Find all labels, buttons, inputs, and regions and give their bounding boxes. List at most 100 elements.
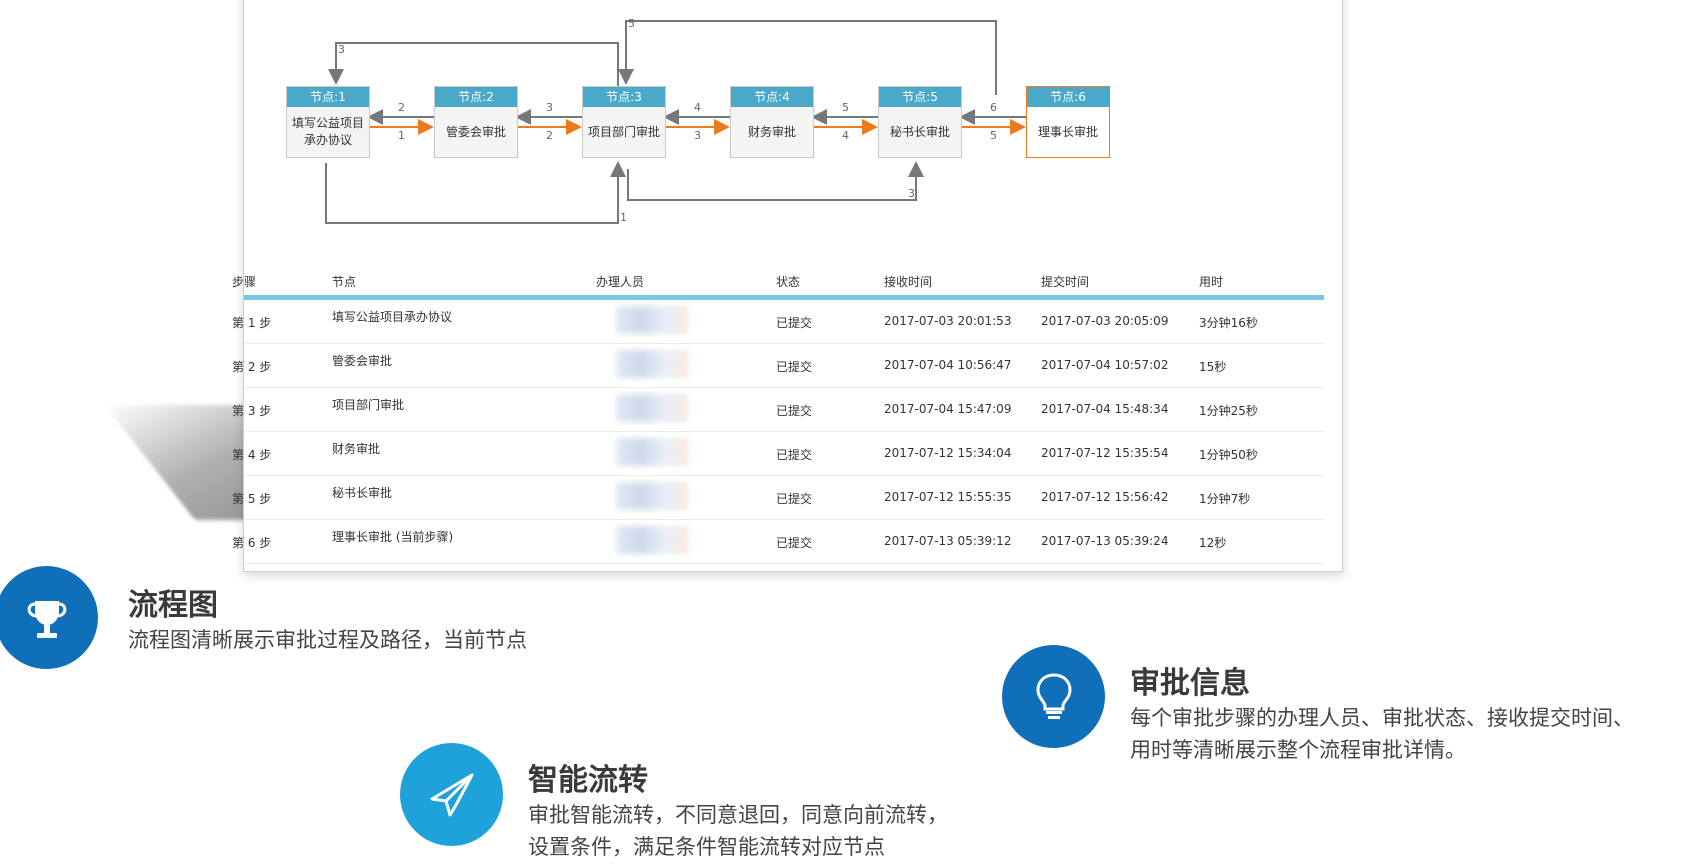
cell-submitted: 2017-07-04 15:48:34 [1041, 402, 1169, 416]
col-handler: 办理人员 [596, 275, 645, 289]
flow-link-back-5-3 [618, 20, 997, 95]
flow-link-3-5-bottom [627, 161, 924, 201]
flow-node-header: 节点:3 [583, 87, 665, 107]
cell-status: 已提交 [776, 316, 813, 330]
col-node: 节点 [332, 275, 357, 289]
cell-node: 理事长审批 (当前步骤) [332, 530, 454, 544]
paper-plane-icon [400, 743, 503, 846]
feature-desc-approval-info-line2: 用时等清晰展示整个流程审批详情。 [1130, 738, 1466, 762]
cell-duration: 1分钟25秒 [1199, 404, 1258, 418]
flow-node-header: 节点:5 [879, 87, 961, 107]
approval-table: 步骤 节点 办理人员 状态 接收时间 提交时间 用时 第 1 步 填写公益项目承办… [232, 259, 1324, 564]
cell-received: 2017-07-12 15:34:04 [884, 446, 1012, 460]
table-header: 步骤 节点 办理人员 状态 接收时间 提交时间 用时 [232, 259, 1324, 300]
flow-node-5[interactable]: 节点:5 秘书长审批 [878, 86, 962, 158]
flow-label: 4 [694, 101, 701, 114]
flow-label: 5 [990, 129, 997, 142]
workflow-screenshot-card: 3 5 1 3 2 1 3 2 4 3 5 4 6 5 节点:1 填写公益项目承… [232, 0, 1343, 572]
cell-node: 项目部门审批 [332, 398, 405, 412]
handler-name-redacted [616, 438, 688, 466]
cell-submitted: 2017-07-03 20:05:09 [1041, 314, 1169, 328]
lightbulb-icon [1002, 645, 1105, 748]
cell-node: 财务审批 [332, 442, 381, 456]
col-received: 接收时间 [884, 275, 933, 289]
cell-node: 管委会审批 [332, 354, 393, 368]
flow-node-header: 节点:6 [1027, 87, 1109, 107]
cell-received: 2017-07-04 10:56:47 [884, 358, 1012, 372]
cell-duration: 1分钟7秒 [1199, 492, 1251, 506]
flow-label: 1 [398, 129, 405, 142]
feature-desc-approval-info-line1: 每个审批步骤的办理人员、审批状态、接收提交时间、 [1130, 706, 1634, 730]
handler-name-redacted [616, 306, 688, 334]
flow-node-header: 节点:1 [287, 87, 369, 107]
flow-node-2[interactable]: 节点:2 管委会审批 [434, 86, 518, 158]
flow-label: 3 [546, 101, 553, 114]
flow-node-4[interactable]: 节点:4 财务审批 [730, 86, 814, 158]
handler-name-redacted [616, 394, 688, 422]
cell-step: 第 1 步 [232, 316, 272, 330]
cell-duration: 15秒 [1199, 360, 1227, 374]
table-row[interactable]: 第 1 步 填写公益项目承办协议 已提交 2017-07-03 20:01:53 201… [232, 300, 1324, 344]
feature-title-approval-info: 审批信息 [1130, 666, 1250, 701]
flow-node-label: 秘书长审批 [889, 124, 950, 139]
cell-status: 已提交 [776, 404, 813, 418]
trophy-icon [0, 566, 98, 669]
flow-node-header: 节点:4 [731, 87, 813, 107]
col-submitted: 提交时间 [1041, 275, 1090, 289]
flow-node-label: 理事长审批 [1037, 124, 1098, 139]
cell-duration: 3分钟16秒 [1199, 316, 1258, 330]
flow-node-label: 项目部门审批 [587, 124, 660, 139]
flow-label: 3 [908, 187, 915, 200]
cell-submitted: 2017-07-12 15:56:42 [1041, 490, 1169, 504]
cell-node: 填写公益项目承办协议 [332, 310, 453, 324]
flow-node-6-current[interactable]: 节点:6 理事长审批 [1026, 86, 1110, 158]
col-status: 状态 [776, 275, 801, 289]
cell-submitted: 2017-07-12 15:35:54 [1041, 446, 1169, 460]
cell-duration: 12秒 [1199, 536, 1227, 550]
table-row[interactable]: 第 4 步 财务审批 已提交 2017-07-12 15:34:04 2017-07-1… [232, 432, 1324, 476]
cell-step: 第 3 步 [232, 404, 272, 418]
cell-status: 已提交 [776, 536, 813, 550]
feature-desc-smart-routing-line2: 设置条件，满足条件智能流转对应节点 [528, 835, 885, 859]
cell-step: 第 5 步 [232, 492, 272, 506]
cell-received: 2017-07-04 15:47:09 [884, 402, 1012, 416]
table-row[interactable]: 第 3 步 项目部门审批 已提交 2017-07-04 15:47:09 2017-07… [232, 388, 1324, 432]
flow-node-header: 节点:2 [435, 87, 517, 107]
flow-node-1[interactable]: 节点:1 填写公益项目承办协议 [286, 86, 370, 158]
cell-received: 2017-07-03 20:01:53 [884, 314, 1012, 328]
cell-status: 已提交 [776, 360, 813, 374]
flow-label: 2 [398, 101, 405, 114]
handler-name-redacted [616, 526, 688, 554]
cell-step: 第 6 步 [232, 536, 272, 550]
handler-name-redacted [616, 482, 688, 510]
flow-node-3[interactable]: 节点:3 项目部门审批 [582, 86, 666, 158]
cell-submitted: 2017-07-04 10:57:02 [1041, 358, 1169, 372]
handler-name-redacted [616, 350, 688, 378]
cell-received: 2017-07-12 15:55:35 [884, 490, 1012, 504]
col-step: 步骤 [232, 275, 257, 289]
cell-status: 已提交 [776, 492, 813, 506]
flow-label: 2 [546, 129, 553, 142]
col-duration: 用时 [1199, 275, 1224, 289]
flow-label: 5 [628, 17, 635, 30]
cell-status: 已提交 [776, 448, 813, 462]
cell-duration: 1分钟50秒 [1199, 448, 1258, 462]
cell-received: 2017-07-13 05:39:12 [884, 534, 1012, 548]
flow-node-label: 填写公益项目承办协议 [291, 116, 364, 147]
flow-link-1-3-bottom [325, 161, 626, 224]
cell-step: 第 2 步 [232, 360, 272, 374]
table-row[interactable]: 第 6 步 理事长审批 (当前步骤) 已提交 2017-07-13 05:39:12 2… [232, 520, 1324, 564]
flow-label: 5 [842, 101, 849, 114]
flow-label: 4 [842, 129, 849, 142]
cell-submitted: 2017-07-13 05:39:24 [1041, 534, 1169, 548]
table-row[interactable]: 第 2 步 管委会审批 已提交 2017-07-04 10:56:47 2017-07-… [232, 344, 1324, 388]
feature-desc-smart-routing-line1: 审批智能流转，不同意退回，同意向前流转， [528, 803, 948, 827]
flow-label: 6 [990, 101, 997, 114]
cell-step: 第 4 步 [232, 448, 272, 462]
flow-node-label: 财务审批 [747, 124, 796, 139]
flow-diagram: 3 5 1 3 2 1 3 2 4 3 5 4 6 5 [325, 17, 1026, 224]
feature-title-smart-routing: 智能流转 [528, 763, 648, 798]
feature-title-flowchart: 流程图 [128, 588, 218, 623]
flow-node-label: 管委会审批 [445, 124, 506, 139]
